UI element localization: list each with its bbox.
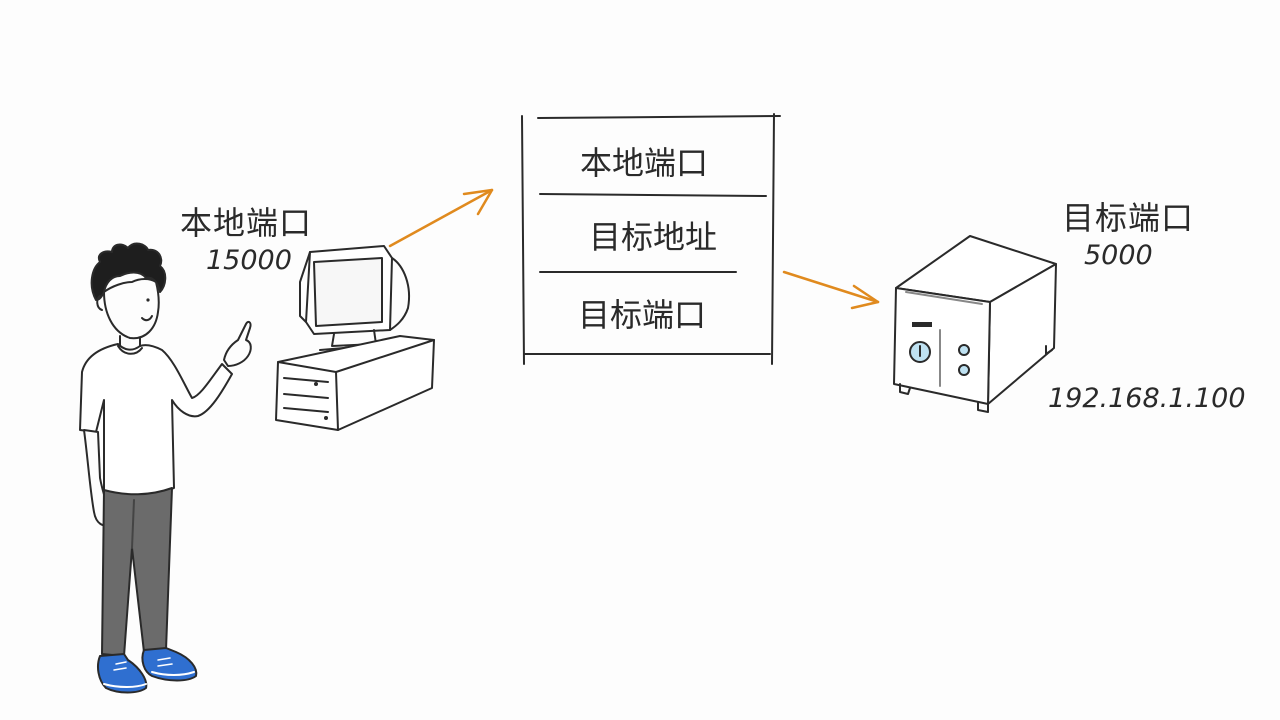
computer-icon xyxy=(275,245,435,431)
server-icon xyxy=(893,235,1057,413)
local-port-label: 本地端口 xyxy=(180,204,313,242)
pc-tower-icon xyxy=(275,335,435,431)
server-button-icon xyxy=(958,364,970,376)
target-port-value: 5000 xyxy=(1084,240,1153,271)
table-row-local-port: 本地端口 xyxy=(579,144,708,182)
local-port-value: 15000 xyxy=(206,245,292,276)
person-shirt xyxy=(79,343,233,496)
person-hair xyxy=(90,242,167,301)
arrow-to-table xyxy=(388,188,494,248)
target-ip-address: 192.168.1.100 xyxy=(1048,383,1246,414)
server-button-icon xyxy=(958,344,970,356)
table-row-target-port: 目标端口 xyxy=(577,296,706,334)
person-hand xyxy=(223,320,252,367)
table-row-target-address: 目标地址 xyxy=(588,218,717,256)
person-figure xyxy=(79,242,252,694)
arrow-to-server xyxy=(782,270,880,310)
person-shoe-left xyxy=(97,653,148,694)
person-pants xyxy=(101,487,173,657)
target-port-label: 目标端口 xyxy=(1062,199,1195,237)
port-mapping-table xyxy=(521,113,781,365)
person-face xyxy=(103,278,160,340)
